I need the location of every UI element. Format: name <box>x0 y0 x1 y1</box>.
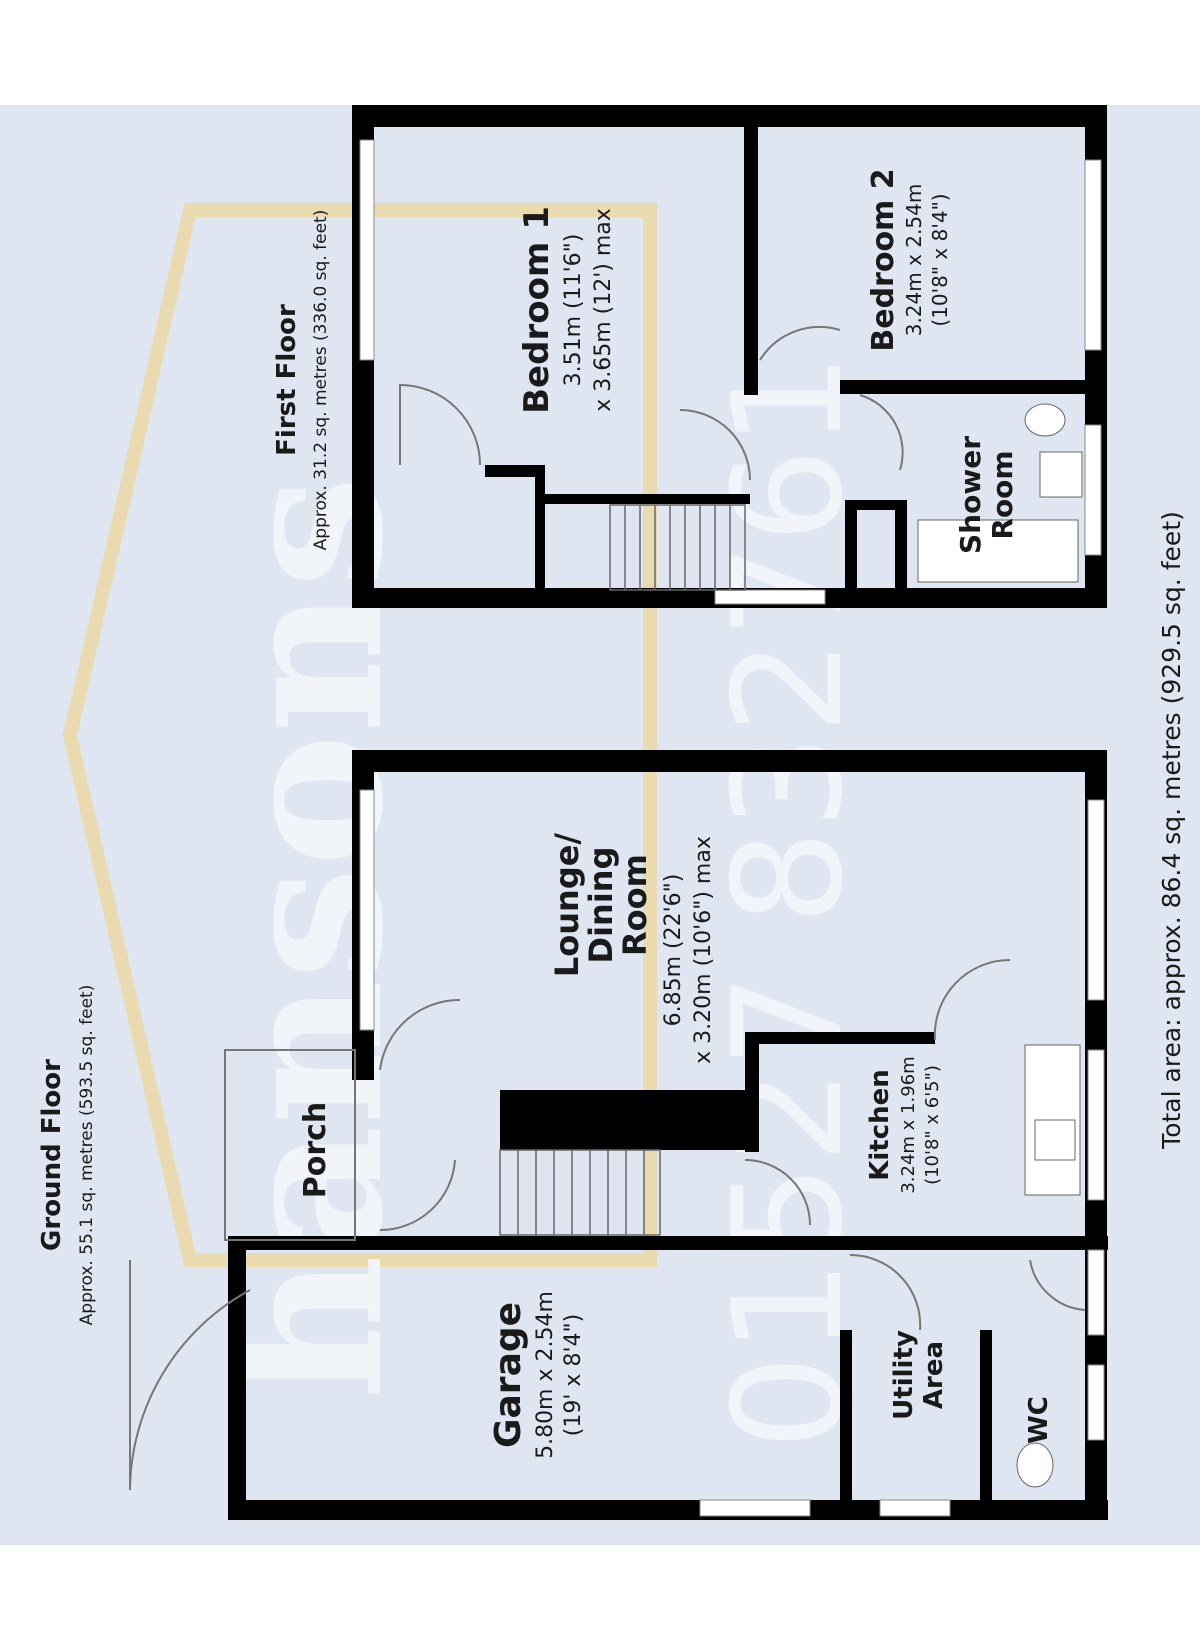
wall <box>840 1330 852 1510</box>
wall <box>745 1032 935 1044</box>
door-swing <box>744 1159 811 1226</box>
door-swing <box>933 958 1011 1041</box>
ground-floor-title: Ground Floor <box>37 1059 67 1251</box>
wall <box>840 380 1095 394</box>
first-floor-title: First Floor <box>272 304 302 456</box>
lounge-dim2: x 3.20m (10'6") max <box>691 836 716 1064</box>
labels: First Floor Approx. 31.2 sq. metres (336… <box>37 168 1186 1459</box>
garage-door-swing <box>129 1260 251 1491</box>
wall <box>744 120 758 395</box>
bedroom2-dim2: (10'8" x 8'4") <box>928 193 952 326</box>
total-area: Total area: approx. 86.4 sq. metres (929… <box>1157 511 1186 1150</box>
stairs <box>499 1149 661 1236</box>
shower-room-name-line2: Room <box>986 450 1019 539</box>
window <box>699 1499 811 1517</box>
lounge-name-line1: Lounge/ <box>548 833 586 978</box>
door-swing <box>379 998 461 1071</box>
wc-name: WC <box>1024 1396 1054 1444</box>
wall <box>352 750 1107 772</box>
wall <box>485 465 540 477</box>
stairs <box>609 504 746 591</box>
toilet <box>1024 403 1066 437</box>
door-swing <box>859 394 904 471</box>
ground-floor-area: Approx. 55.1 sq. metres (593.5 sq. feet) <box>77 985 97 1326</box>
wall <box>980 1330 992 1510</box>
door-swing <box>399 383 481 466</box>
window <box>879 1499 951 1517</box>
door-swing <box>679 409 751 481</box>
kitchen-dim1: 3.24m x 1.96m <box>898 1056 919 1193</box>
window <box>1084 159 1102 351</box>
window <box>1087 1364 1105 1441</box>
first-floor-area: Approx. 31.2 sq. metres (336.0 sq. feet) <box>311 210 331 551</box>
ground-floor <box>129 750 1108 1520</box>
lounge-name-line3: Room <box>616 854 654 956</box>
window <box>359 789 375 1031</box>
door-swing <box>849 1253 922 1331</box>
bedroom1-dim2: x 3.65m (12') max <box>591 208 616 412</box>
garage-dim2: (19' x 8'4") <box>561 1314 586 1436</box>
watermark: hansons 01527 832761 <box>62 203 876 1450</box>
wall <box>845 500 857 595</box>
kitchen-name: Kitchen <box>865 1069 895 1181</box>
wall <box>535 494 750 504</box>
sink <box>1034 1119 1076 1161</box>
window <box>359 139 375 361</box>
wall <box>352 105 1107 127</box>
window <box>1087 1249 1105 1336</box>
bedroom2-dim1: 3.24m x 2.54m <box>902 184 926 337</box>
window <box>1087 1049 1105 1201</box>
toilet <box>1016 1442 1054 1488</box>
utility-name-line1: Utility <box>889 1330 919 1420</box>
wall <box>535 465 545 595</box>
bedroom2-name: Bedroom 2 <box>866 168 901 351</box>
wall <box>845 500 905 510</box>
shower-room-name-line1: Shower <box>954 436 987 554</box>
door-swing <box>759 325 841 361</box>
bedroom1-dim1: 3.51m (11'6") <box>561 234 586 387</box>
window <box>1084 424 1102 556</box>
first-floor <box>352 105 1107 608</box>
shower-tray <box>917 519 1079 583</box>
wall <box>228 1245 246 1510</box>
wall <box>745 1032 759 1152</box>
wall <box>228 1236 1108 1250</box>
utility-name-line2: Area <box>919 1341 949 1409</box>
garage-dim1: 5.80m x 2.54m <box>533 1291 558 1459</box>
door-swing <box>379 1159 456 1232</box>
watermark-house-outline <box>62 203 657 1267</box>
stair-core <box>500 1090 745 1150</box>
garage-name: Garage <box>488 1302 529 1448</box>
lounge-name-line2: Dining <box>582 847 620 964</box>
kitchen-dim2: (10'8" x 6'5") <box>922 1065 943 1185</box>
plan-background <box>0 105 1200 1545</box>
porch-outline <box>224 1049 356 1241</box>
lounge-dim1: 6.85m (22'6") <box>661 874 686 1027</box>
door-swing <box>1029 1259 1086 1311</box>
wall <box>228 1500 1108 1520</box>
window <box>714 589 826 605</box>
basin <box>1039 451 1083 498</box>
bedroom1-name: Bedroom 1 <box>517 206 557 414</box>
porch-name: Porch <box>298 1102 333 1199</box>
window <box>1087 799 1105 1001</box>
wall <box>895 500 907 595</box>
